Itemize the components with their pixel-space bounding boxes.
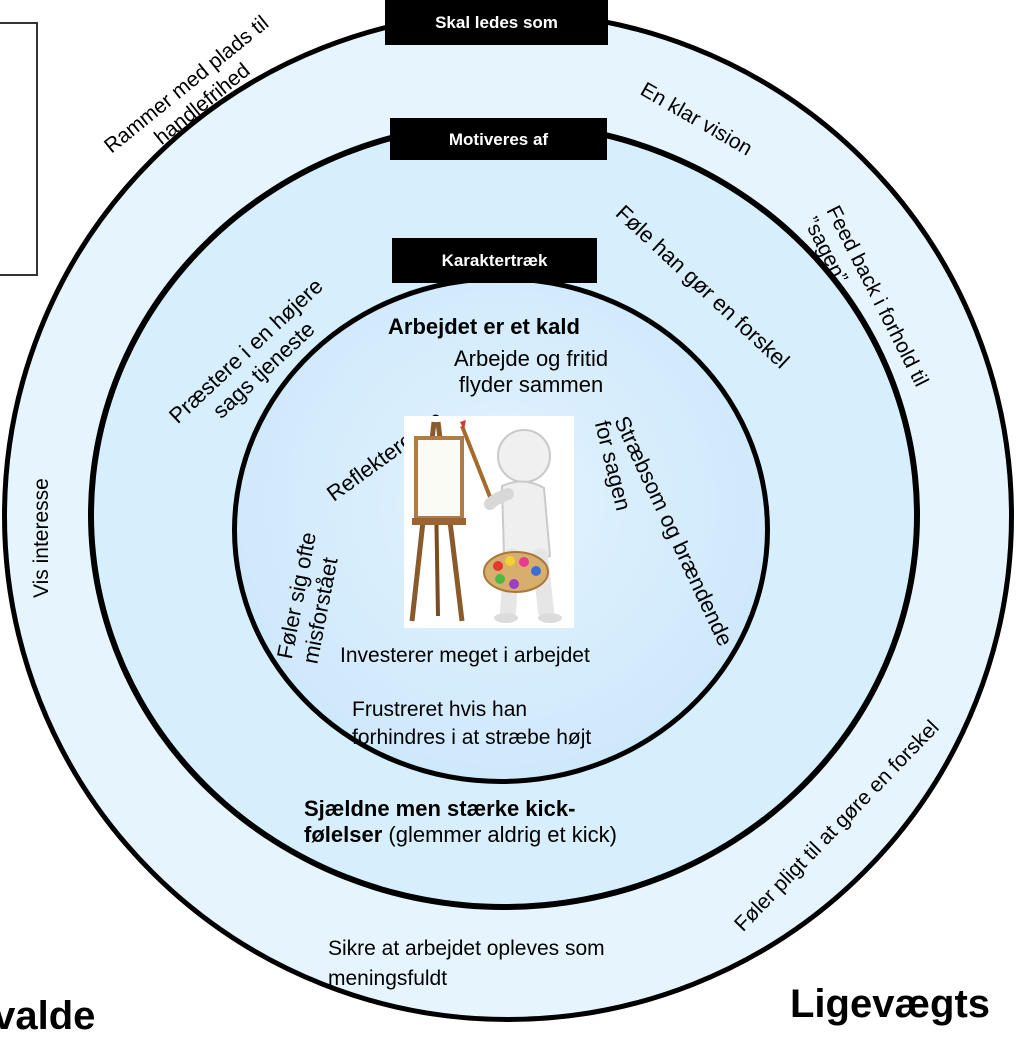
label-kald: Arbejdet er et kald [388, 314, 580, 339]
side-frame [0, 22, 38, 276]
tag-karaktertraek: Karaktertræk [392, 238, 597, 283]
tag-skal-ledes-som: Skal ledes som [385, 0, 608, 45]
label-meningsfuldt: Sikre at arbejdet opleves som meningsful… [328, 937, 605, 991]
cut-text-bottom-right: Ligevægts [790, 982, 991, 1026]
painter-figure-illustration [404, 416, 574, 628]
label-vis-interesse: Vis interesse [30, 478, 53, 598]
label-kick-rest: (glemmer aldrig et kick) [382, 821, 617, 847]
cut-text-bottom-left: lvalde [0, 994, 96, 1038]
tag-motiveres-af: Motiveres af [390, 118, 607, 160]
label-fritid: Arbejde og fritid flyder sammen [454, 346, 609, 397]
label-kick-bold2: følelser [304, 821, 383, 847]
easel-icon [409, 421, 466, 622]
label-frustreret: Frustreret hvis han forhindres i at stræ… [352, 698, 592, 750]
label-kick-bold: Sjældne men stærke kick- [304, 796, 576, 821]
label-investerer: Investerer meget i arbejdet [340, 644, 590, 667]
palette-icon [483, 551, 549, 593]
label-kick: Sjældne men stærke kick- følelser (glemm… [304, 796, 617, 848]
